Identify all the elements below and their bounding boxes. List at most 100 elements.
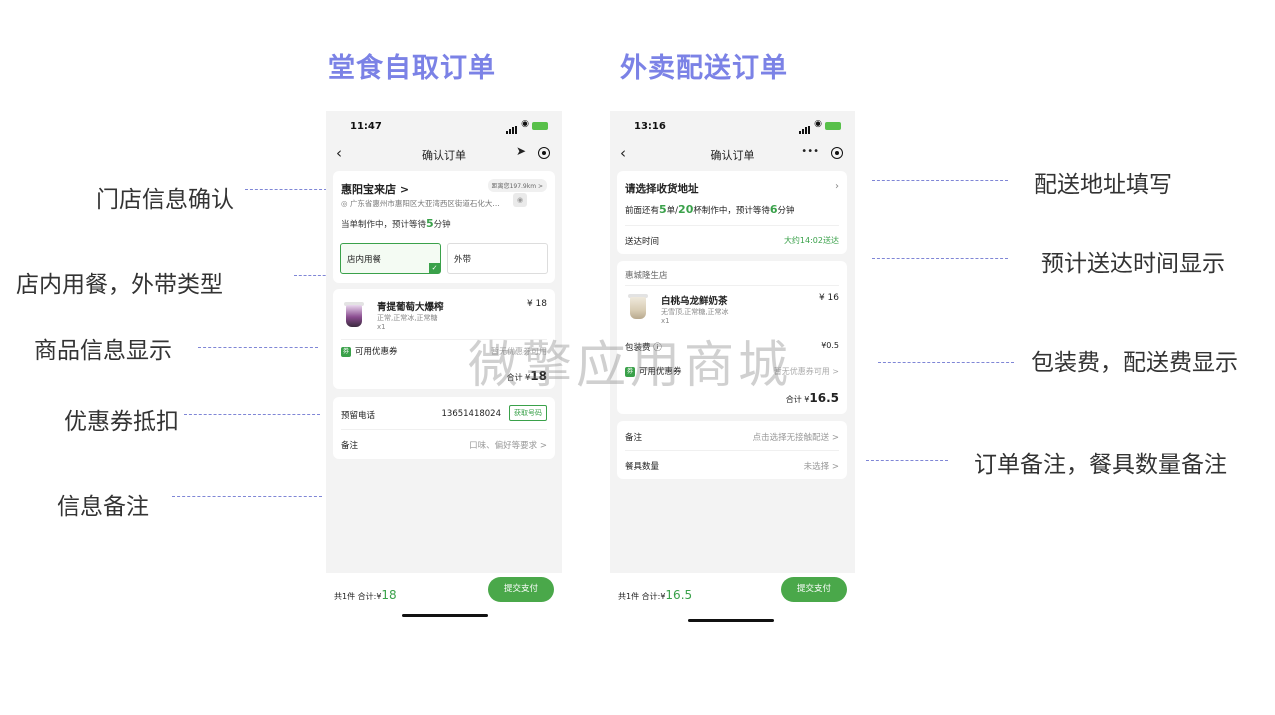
- queue-orders: 5: [659, 203, 667, 216]
- annotation-coupon: 优惠券抵扣: [64, 409, 179, 435]
- checkout-amount: 18: [381, 588, 397, 602]
- phone-value[interactable]: 13651418024: [441, 409, 502, 419]
- phone-label: 预留电话: [341, 411, 376, 421]
- submit-pay-button[interactable]: 提交支付: [781, 577, 847, 602]
- checkout-bar: 共1件 合计:¥16.5 提交支付: [610, 573, 855, 621]
- map-pin-icon: ◉: [513, 193, 527, 207]
- store-wait-time: 当单制作中，预计等待5分钟: [341, 217, 451, 230]
- coupon-row[interactable]: 券可用优惠券: [341, 345, 398, 357]
- order-total: 合计 ¥18: [507, 369, 547, 383]
- product-image: [343, 299, 365, 329]
- store-address: ◎ 广东省惠州市惠阳区大亚湾西区街道石化大...: [341, 198, 500, 209]
- delivery-time-row: 送达时间 大约14:02送达: [625, 235, 839, 247]
- delivery-phone-screen: 13:16 ◉ ‹ 确认订单 ••• 请选择收货地址 › 前面还有5单/20杯制…: [610, 111, 855, 621]
- queue-minutes: 6: [769, 203, 778, 216]
- location-pin-icon: ◎: [341, 199, 350, 208]
- annotation-line: [294, 275, 340, 276]
- wait-prefix: 当单制作中，预计等待: [341, 220, 427, 230]
- store-address-text: 广东省惠州市惠阳区大亚湾西区街道石化大...: [349, 199, 500, 208]
- product-card: 青提葡萄大爆榨 正常,正常冰,正常糖 x1 ¥ 18 券可用优惠券 暂无优惠券可…: [333, 289, 555, 389]
- status-bar: 11:47 ◉: [326, 111, 562, 141]
- dine-in-option[interactable]: 店内用餐 ✓: [340, 243, 441, 274]
- battery-icon: [825, 122, 841, 130]
- annotation-line: [872, 258, 1008, 259]
- address-card: 请选择收货地址 › 前面还有5单/20杯制作中，预计等待6分钟 送达时间 大约1…: [617, 171, 847, 254]
- distance-tag[interactable]: 距离您197.9km >: [487, 179, 547, 192]
- notes-card: 备注 点击选择无接触配送 > 餐具数量 未选择 >: [617, 421, 847, 479]
- queue-text-c: 杯制作中，预计等待: [693, 206, 770, 216]
- store-name[interactable]: 惠阳宝来店 >: [341, 183, 410, 196]
- queue-cups: 20: [678, 203, 694, 216]
- product-spec: 无雪顶,正常糖,正常冰: [661, 308, 729, 316]
- cutlery-row[interactable]: 餐具数量 未选择 >: [625, 460, 839, 472]
- product-price: ¥ 18: [526, 299, 547, 309]
- checkout-amount: 16.5: [665, 588, 693, 602]
- annotation-dine-type: 店内用餐，外带类型: [16, 272, 223, 298]
- total-value: 16.5: [809, 391, 839, 405]
- remark-hint[interactable]: 口味、偏好等要求 >: [469, 441, 547, 451]
- annotation-remarks: 信息备注: [57, 494, 149, 520]
- annotation-line: [172, 496, 322, 497]
- store-card: 惠阳宝来店 > 距离您197.9km > ◉ ◎ 广东省惠州市惠阳区大亚湾西区街…: [333, 171, 555, 283]
- annotation-product-info: 商品信息显示: [34, 338, 172, 364]
- coupon-hint[interactable]: 暂无优惠券可用: [491, 347, 547, 356]
- queue-info: 前面还有5单/20杯制作中，预计等待6分钟: [625, 203, 795, 216]
- battery-icon: [532, 122, 548, 130]
- annotation-fees: 包装费，配送费显示: [1031, 350, 1238, 376]
- annotation-line: [872, 180, 1008, 181]
- product-spec: 正常,正常冰,正常糖: [377, 314, 438, 322]
- delivery-order-title: 外卖配送订单: [620, 53, 788, 84]
- page-title: 确认订单: [422, 149, 466, 162]
- more-icon[interactable]: •••: [801, 146, 819, 157]
- target-icon[interactable]: [538, 147, 550, 159]
- takeaway-option[interactable]: 外带: [447, 243, 548, 274]
- remark-hint[interactable]: 点击选择无接触配送 >: [752, 433, 839, 443]
- coupon-row[interactable]: 券可用优惠券: [625, 365, 682, 377]
- total-label: 合计 ¥: [785, 395, 810, 404]
- packing-fee-row: 包装费 ⓘ: [625, 341, 662, 353]
- dine-in-order-title: 堂食自取订单: [328, 53, 496, 84]
- product-name: 白桃乌龙鲜奶茶: [661, 296, 728, 307]
- back-icon[interactable]: ‹: [336, 144, 342, 162]
- coupon-label: 可用优惠券: [639, 367, 682, 377]
- reserved-phone-row: 预留电话 13651418024 获取号码: [341, 405, 547, 421]
- annotation-line: [198, 347, 318, 348]
- checkout-bar: 共1件 合计:¥18 提交支付: [326, 573, 562, 621]
- target-icon[interactable]: [831, 147, 843, 159]
- product-quantity: x1: [377, 323, 386, 331]
- packing-fee-value: ¥0.5: [821, 341, 839, 350]
- address-title[interactable]: 请选择收货地址: [625, 183, 699, 195]
- shop-name: 惠城隆生店: [625, 271, 668, 281]
- queue-text-b: 单/: [666, 206, 679, 216]
- submit-pay-button[interactable]: 提交支付: [488, 577, 554, 602]
- total-label: 合计 ¥: [506, 373, 531, 382]
- product-name: 青提葡萄大爆榨: [377, 302, 444, 313]
- coupon-label: 可用优惠券: [355, 347, 398, 357]
- total-value: 18: [530, 369, 547, 383]
- queue-text-d: 分钟: [777, 206, 795, 216]
- info-card: 预留电话 13651418024 获取号码 备注 口味、偏好等要求 >: [333, 397, 555, 459]
- annotation-line: [866, 460, 948, 461]
- annotation-line: [184, 414, 320, 415]
- signal-icon: [799, 123, 811, 134]
- checkout-count: 共1件 合计:¥: [334, 592, 382, 601]
- annotation-line: [245, 189, 327, 190]
- cutlery-hint[interactable]: 未选择 >: [803, 462, 839, 472]
- order-items-card: 惠城隆生店 白桃乌龙鲜奶茶 无雪顶,正常糖,正常冰 x1 ¥ 16 包装费 ⓘ …: [617, 261, 847, 414]
- chevron-right-icon[interactable]: ›: [835, 181, 839, 192]
- cutlery-label: 餐具数量: [625, 462, 660, 472]
- remark-row[interactable]: 备注 点击选择无接触配送 >: [625, 431, 839, 443]
- home-indicator: [402, 614, 488, 617]
- order-total: 合计 ¥16.5: [786, 391, 839, 405]
- checkout-count: 共1件 合计:¥: [618, 592, 666, 601]
- remark-row[interactable]: 备注 口味、偏好等要求 >: [341, 439, 547, 451]
- info-icon[interactable]: ⓘ: [650, 343, 662, 353]
- location-arrow-icon[interactable]: ➤: [515, 144, 526, 158]
- coupon-hint[interactable]: 暂无优惠券可用 >: [773, 367, 839, 376]
- nav-bar: ‹ 确认订单 •••: [610, 141, 855, 167]
- back-icon[interactable]: ‹: [620, 144, 626, 162]
- packing-fee-label: 包装费: [625, 343, 651, 353]
- coupon-icon: 券: [625, 366, 635, 377]
- get-number-button[interactable]: 获取号码: [509, 405, 547, 421]
- takeaway-label: 外带: [454, 255, 472, 265]
